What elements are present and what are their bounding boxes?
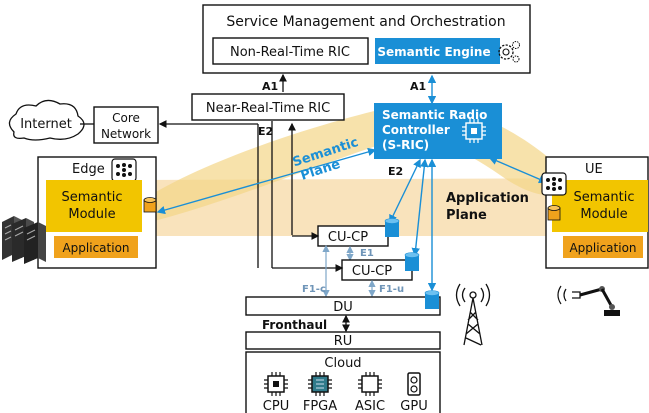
gpu-icon	[407, 372, 421, 396]
chip-icon	[462, 119, 486, 143]
internet-label: Internet	[20, 117, 72, 132]
fpga-label: FPGA	[303, 399, 337, 413]
edge-semantic-module-label-1: Semantic	[62, 190, 123, 205]
f1c-label: F1-c	[302, 284, 326, 295]
near-rt-ric-label: Near-Real-Time RIC	[206, 101, 330, 116]
core-network-box	[93, 106, 159, 144]
edge-title: Edge	[72, 162, 105, 177]
s-ric-label-2: Controller	[382, 123, 450, 137]
ue-database-icon	[547, 205, 561, 221]
a1-right-label: A1	[410, 80, 426, 93]
s-ric-label-3: (S-RIC)	[382, 138, 429, 152]
ue-semantic-module-label-2: Module	[580, 207, 627, 222]
edge-application-label: Application	[62, 241, 129, 255]
core-network-label-1: Core	[112, 111, 140, 125]
cpu-label: CPU	[263, 399, 289, 413]
ru-label: RU	[334, 334, 353, 349]
sric-edge-link	[156, 147, 377, 215]
fronthaul-label: Fronthaul	[262, 318, 327, 332]
non-rt-ric-label: Non-Real-Time RIC	[230, 45, 350, 60]
edge-semantic-module	[46, 180, 142, 232]
core-network-label-2: Network	[101, 127, 151, 141]
ue-application-box	[563, 236, 643, 258]
fpga-chip-icon	[308, 372, 332, 396]
internet-cloud: Internet	[8, 99, 85, 141]
ue-semantic-module	[552, 180, 648, 232]
cloud-title: Cloud	[324, 356, 361, 371]
du-database-icon	[424, 290, 440, 309]
semantic-engine-box	[375, 38, 500, 64]
ue-title: UE	[585, 162, 603, 177]
e2-left-label: E2	[258, 125, 273, 138]
cpu-chip-icon	[264, 372, 288, 396]
near-rt-ric-box	[191, 93, 345, 121]
ue-application-label: Application	[569, 241, 636, 255]
s-ric-box	[374, 103, 502, 159]
edge-semantic-module-label-2: Module	[68, 207, 115, 222]
sric-ue-link	[488, 156, 548, 184]
robot-arm-icon	[557, 285, 620, 316]
a1-left-label: A1	[262, 80, 278, 93]
cell-tower-icon	[455, 283, 491, 346]
ue-neural-network-icon	[541, 172, 567, 196]
neural-network-icon	[111, 158, 137, 182]
smo-title: Service Management and Orchestration	[226, 14, 505, 30]
non-rt-ric-box	[212, 37, 369, 65]
gear-icon	[498, 41, 520, 63]
cu-cp-2-label: CU-CP	[352, 264, 392, 279]
ru-box	[245, 331, 441, 350]
cu-cp-1-label: CU-CP	[328, 230, 368, 245]
e2-right-label: E2	[388, 165, 403, 178]
application-plane-label-2: Plane	[446, 208, 487, 223]
database-icon	[143, 197, 157, 213]
asic-chip-icon	[358, 372, 382, 396]
sric-cucp2-link	[411, 158, 429, 257]
server-rack-icon	[2, 216, 46, 264]
asic-label: ASIC	[355, 399, 385, 413]
e1-label: E1	[360, 248, 374, 259]
edge-application-box	[54, 236, 138, 258]
cu-cp-1-database-icon	[384, 218, 400, 237]
ue-semantic-module-label-1: Semantic	[574, 190, 635, 205]
f1u-label: F1-u	[379, 284, 404, 295]
semantic-engine-label: Semantic Engine	[377, 45, 490, 59]
s-ric-label-1: Semantic Radio	[382, 108, 487, 122]
application-plane-label-1: Application	[446, 191, 529, 206]
du-label: DU	[333, 300, 353, 315]
cu-cp-2-database-icon	[404, 252, 420, 271]
gpu-label: GPU	[400, 399, 427, 413]
